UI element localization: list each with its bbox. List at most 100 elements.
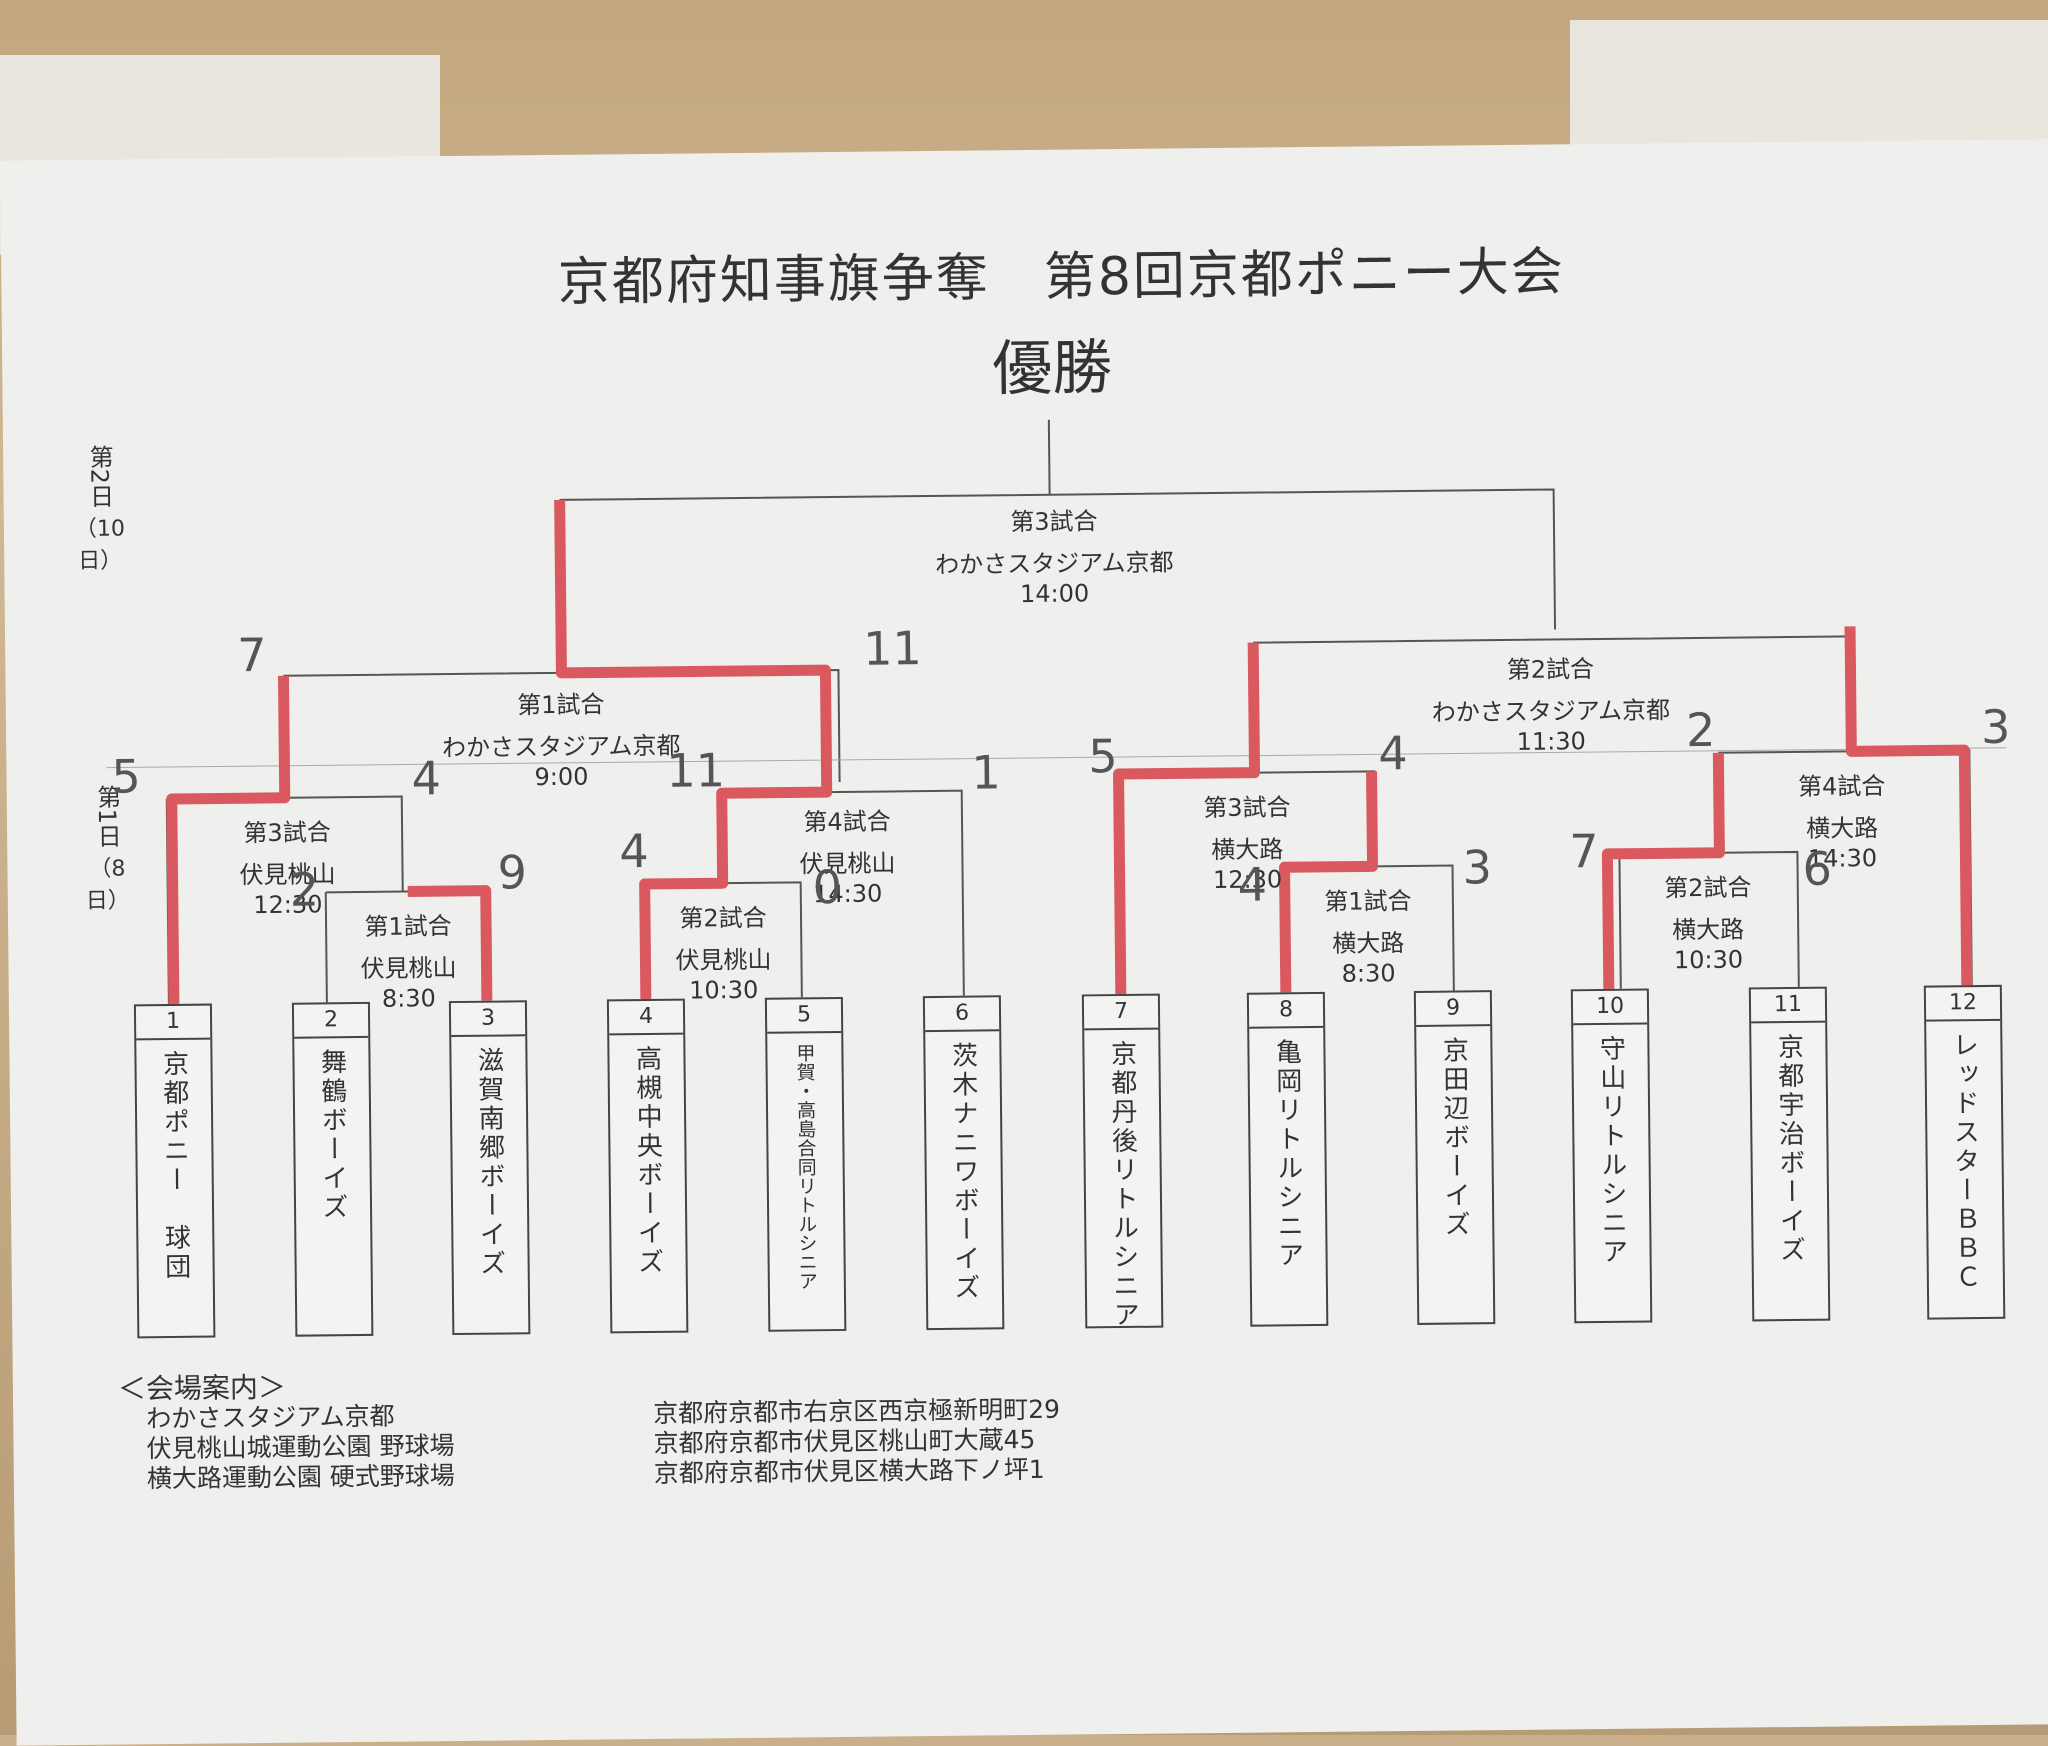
winner-path-team12 xyxy=(1844,626,1973,986)
fmg3-info: 第3試合 伏見桃山 12:30 xyxy=(239,817,336,920)
final-game-info: 第3試合 わかさスタジアム京都 14:00 xyxy=(935,505,1174,609)
team-number: 12 xyxy=(1925,986,2001,1022)
final-game-time: 14:00 xyxy=(1019,579,1090,609)
fmg3-time: 12:30 xyxy=(253,890,323,920)
score-fmg2-left: 4 xyxy=(619,823,649,879)
team-number: 8 xyxy=(1248,993,1324,1029)
team-name: 舞鶴ボーイズ xyxy=(316,1048,349,1223)
yog2-venue: 横大路 xyxy=(1672,915,1745,945)
team-number: 10 xyxy=(1572,990,1648,1026)
score-yog2-right: 6 xyxy=(1802,841,1833,896)
winner-path-team8 xyxy=(1279,771,1379,993)
yog3-name: 第3試合 xyxy=(1203,793,1291,823)
winner-path-team1-fm xyxy=(166,675,291,1005)
ruler-line xyxy=(106,747,2007,769)
venue-address: 京都府京都市右京区西京極新明町29 xyxy=(653,1394,1061,1428)
yog1-time: 8:30 xyxy=(1341,959,1396,988)
fmg4-name: 第4試合 xyxy=(803,807,891,837)
bracket-sheet: 京都府知事旗争奪 第8回京都ポニー大会 優勝 第2日 （10日） 第1日 （8日… xyxy=(0,139,2048,1746)
team-name: 京都宇治ボーイズ xyxy=(1773,1032,1806,1266)
fmg2-info: 第2試合 伏見桃山 10:30 xyxy=(675,903,772,1006)
score-fmg2-right: 0 xyxy=(812,859,843,915)
day2-date: （10日） xyxy=(74,516,126,575)
venue-guide-heading: ＜会場案内＞ xyxy=(117,1370,287,1406)
yog1-name: 第1試合 xyxy=(1324,886,1412,916)
d2g2-info: 第2試合 わかさスタジアム京都 11:30 xyxy=(1431,653,1671,757)
yog2-time: 10:30 xyxy=(1673,945,1744,975)
score-yog4-right: 3 xyxy=(1980,699,2011,755)
team-name: 京都ポニー 球団 xyxy=(158,1049,191,1283)
team-box: 5 甲賀・高島合同リトルシニア xyxy=(764,996,847,1332)
fmg3-name: 第3試合 xyxy=(243,818,331,848)
score-yog2-left: 7 xyxy=(1569,824,1599,879)
final-game-name: 第3試合 xyxy=(1010,507,1098,537)
day2-text: 第2日 xyxy=(85,444,114,509)
fmg1-name: 第1試合 xyxy=(364,912,452,941)
team-box: 2 舞鶴ボーイズ xyxy=(291,1001,374,1337)
yog2-name: 第2試合 xyxy=(1663,873,1752,903)
d2g2-time: 11:30 xyxy=(1516,727,1586,756)
team-box: 9 京田辺ボーイズ xyxy=(1413,990,1496,1325)
team-box: 11 京都宇治ボーイズ xyxy=(1748,986,1831,1322)
day1-label: 第1日 （8日） xyxy=(77,784,138,918)
team-box: 3 滋賀南郷ボーイズ xyxy=(448,1000,531,1336)
score-fmg1-right: 9 xyxy=(497,845,528,900)
team-name: レッドスターＢＢＣ xyxy=(1948,1031,1982,1293)
team-box: 10 守山リトルシニア xyxy=(1570,988,1653,1324)
fmg1-info: 第1試合 伏見桃山 8:30 xyxy=(360,911,457,1014)
team-box: 8 亀岡リトルシニア xyxy=(1246,991,1329,1327)
team-box: 6 茨木ナニワボーイズ xyxy=(922,995,1005,1331)
team-number: 7 xyxy=(1083,995,1159,1031)
venue-name: 横大路運動公園 硬式野球場 xyxy=(146,1461,455,1494)
day1-date: （8日） xyxy=(85,856,130,915)
winner-path-team4 xyxy=(554,499,833,1000)
score-fmg3-left: 5 xyxy=(111,749,142,804)
fmg1-time: 8:30 xyxy=(381,984,436,1013)
team-name: 甲賀・高島合同リトルシニア xyxy=(793,1043,818,1291)
yog1-info: 第1試合 横大路 8:30 xyxy=(1324,886,1412,989)
yog2-info: 第2試合 横大路 10:30 xyxy=(1664,872,1752,975)
fmg2-name: 第2試合 xyxy=(679,903,767,933)
score-yog3-left: 5 xyxy=(1088,729,1118,784)
venue-guide: ＜会場案内＞ わかさスタジアム京都 伏見桃山城運動公園 野球場 横大路運動公園 … xyxy=(118,1371,455,1495)
score-fmg4-left: 11 xyxy=(666,743,726,798)
final-connector xyxy=(559,488,1557,630)
team-box: 7 京都丹後リトルシニア xyxy=(1081,993,1164,1330)
score-yog1-left: 4 xyxy=(1237,857,1268,912)
yog4-venue: 横大路 xyxy=(1806,814,1879,843)
team-number: 5 xyxy=(766,998,842,1034)
team-name: 高槻中央ボーイズ xyxy=(631,1044,664,1278)
team-name: 京田辺ボーイズ xyxy=(1438,1036,1471,1240)
fmg1-venue: 伏見桃山 xyxy=(360,953,457,983)
score-fmg4-right: 1 xyxy=(971,745,1002,800)
team-number: 11 xyxy=(1750,988,1826,1024)
d2g2-name: 第2試合 xyxy=(1506,655,1595,684)
page-title: 京都府知事旗争奪 第8回京都ポニー大会 xyxy=(557,242,1566,313)
final-game-venue: わかさスタジアム京都 xyxy=(935,548,1174,579)
venue-address: 京都府京都市伏見区横大路下ノ坪1 xyxy=(653,1454,1045,1488)
winner-path-team3 xyxy=(407,885,493,1001)
team-box: 12 レッドスターＢＢＣ xyxy=(1923,984,2006,1320)
champion-label: 優勝 xyxy=(991,333,1113,405)
d2g1-venue: わかさスタジアム京都 xyxy=(441,731,681,763)
winner-path-team7 xyxy=(1113,642,1261,995)
score-fmg1-left: 2 xyxy=(289,862,320,917)
score-yog1-right: 3 xyxy=(1462,840,1493,895)
venue-name: わかさスタジアム京都 xyxy=(146,1401,395,1434)
d2g1-time: 9:00 xyxy=(534,762,589,792)
fmg2-venue: 伏見桃山 xyxy=(675,945,772,975)
team-number: 3 xyxy=(450,1002,526,1038)
score-d2g1-right: 11 xyxy=(862,621,923,676)
score-yog4-left: 2 xyxy=(1685,702,1716,758)
winner-path-team10 xyxy=(1601,752,1725,989)
score-d2g1-left: 7 xyxy=(236,627,267,683)
venue-name: 伏見桃山城運動公園 野球場 xyxy=(146,1431,455,1464)
yog2-left-drop xyxy=(1618,853,1622,989)
bracket-lines xyxy=(106,419,2007,1005)
yog1-venue: 横大路 xyxy=(1332,929,1405,958)
venue-addresses: 京都府京都市右京区西京極新明町29 京都府京都市伏見区桃山町大蔵45 京都府京都… xyxy=(653,1395,1061,1489)
fmg3-venue: 伏見桃山 xyxy=(239,860,336,890)
team-number: 6 xyxy=(924,997,1000,1033)
team-name: 滋賀南郷ボーイズ xyxy=(473,1046,506,1279)
score-yog3-right: 4 xyxy=(1378,726,1408,781)
